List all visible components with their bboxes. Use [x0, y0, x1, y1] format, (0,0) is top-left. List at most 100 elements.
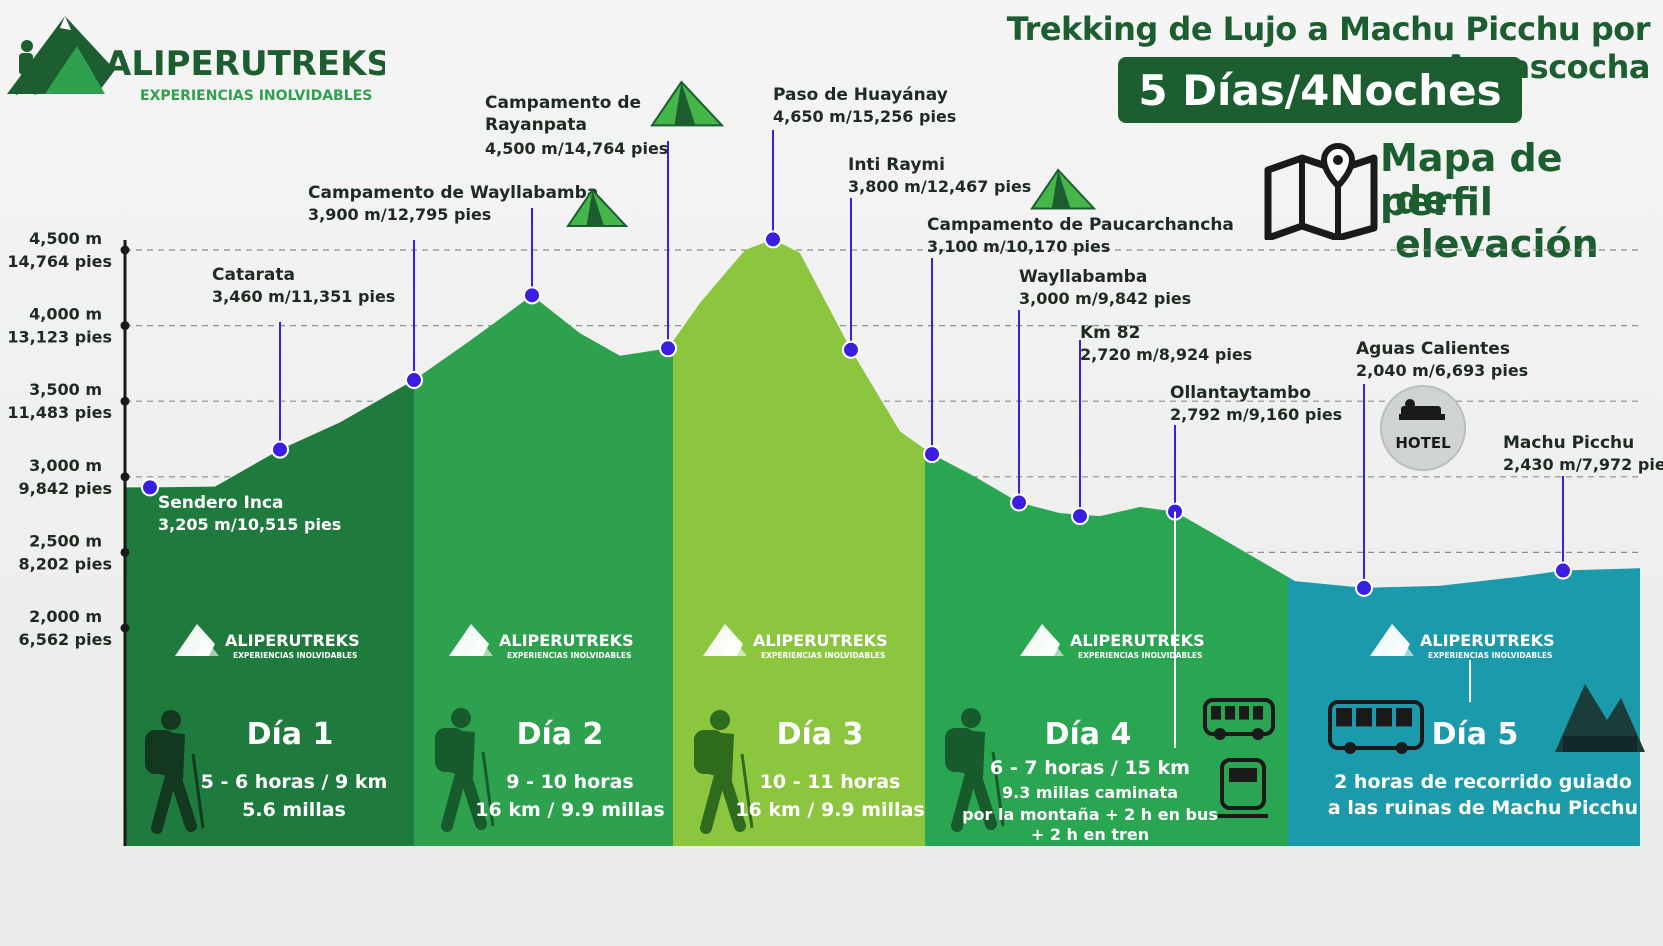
y-tick-dot-2 [120, 472, 130, 482]
point-marker-4 [659, 339, 677, 358]
band-logo-name-4: ALIPERUTREKS [1070, 631, 1205, 650]
hotel-icon: HOTEL [1380, 385, 1466, 471]
band-logo-name-5: ALIPERUTREKS [1420, 631, 1555, 650]
day-title-5: Día 5 [1432, 717, 1519, 752]
band-logo-tagline-5: EXPERIENCIAS INOLVIDABLES [1428, 651, 1552, 660]
brand-tagline: EXPERIENCIAS INOLVIDABLES [140, 88, 372, 104]
point-value-7: 3,000 m/9,842 pies [1019, 289, 1191, 308]
map-title-line1: Mapa de perfil [1380, 136, 1563, 224]
point-name-4: Paso de Huayánay [773, 85, 948, 105]
day-line2-1: 5.6 millas [242, 799, 346, 821]
day-line1-5: 2 horas de recorrido guiado [1334, 771, 1632, 793]
point-value-2: 3,900 m/12,795 pies [308, 205, 491, 224]
point-name-9: Ollantaytambo [1170, 383, 1311, 403]
point-name-10: Aguas Calientes [1356, 339, 1510, 359]
day-line1-3: 10 - 11 horas [760, 771, 901, 793]
point-name-8: Km 82 [1080, 323, 1140, 343]
hiker-icon-day4 [945, 708, 1005, 832]
y-tick-label-ft-2: 9,842 pies [19, 479, 113, 498]
y-tick-dot-3 [120, 396, 130, 406]
y-tick-label-ft-1: 8,202 pies [19, 554, 113, 573]
band-logo-name-1: ALIPERUTREKS [225, 631, 360, 650]
y-tick-dot-5 [120, 245, 130, 255]
hiker-icon-day2 [435, 708, 495, 832]
point-value-9: 2,792 m/9,160 pies [1170, 405, 1342, 424]
point-value-10: 2,040 m/6,693 pies [1356, 361, 1528, 380]
day-line2-5: a las ruinas de Machu Picchu [1328, 797, 1638, 819]
day-title-4: Día 4 [1045, 717, 1132, 752]
day-line1-1: 5 - 6 horas / 9 km [201, 771, 388, 793]
point-marker-5 [764, 230, 782, 249]
band-logo-name-2: ALIPERUTREKS [499, 631, 634, 650]
bus-icon-day5 [1328, 700, 1424, 754]
point-name-11: Machu Picchu [1503, 433, 1634, 453]
point-marker-0 [141, 478, 159, 497]
point-value-0: 3,205 m/10,515 pies [158, 515, 341, 534]
point-marker-7 [923, 445, 941, 464]
point-name-5: Inti Raymi [848, 155, 945, 175]
hiker-icon-day3 [694, 710, 754, 834]
machu-picchu-icon [1555, 684, 1645, 752]
tent-icon-1 [566, 188, 629, 227]
point-name-0: Sendero Inca [158, 493, 284, 513]
day-line2-2: 16 km / 9.9 millas [475, 799, 664, 821]
day-title-3: Día 3 [777, 717, 864, 752]
band-logo-tagline-3: EXPERIENCIAS INOLVIDABLES [761, 651, 885, 660]
point-marker-2 [405, 371, 423, 390]
y-tick-label-m-1: 2,500 m [29, 531, 102, 550]
point-marker-8 [1010, 493, 1028, 512]
day-line1-2: 9 - 10 horas [506, 771, 633, 793]
point-value-4: 4,650 m/15,256 pies [773, 107, 956, 126]
point-value-5: 3,800 m/12,467 pies [848, 177, 1031, 196]
bus-icon-day4 [1203, 698, 1275, 740]
point-marker-1 [271, 440, 289, 459]
tent-icon-2 [650, 80, 725, 127]
y-tick-label-m-5: 4,500 m [29, 229, 102, 248]
map-title-line2: de elevación [1395, 178, 1599, 266]
point-value-3: 4,500 m/14,764 pies [485, 139, 668, 158]
y-tick-label-m-0: 2,000 m [29, 607, 102, 626]
point-marker-9 [1071, 507, 1089, 526]
y-tick-label-ft-3: 11,483 pies [7, 403, 112, 422]
hiker-icon-day1 [145, 710, 205, 834]
day-line4-4: + 2 h en tren [1031, 825, 1149, 844]
point-value-11: 2,430 m/7,972 pies [1503, 455, 1663, 474]
point-value-8: 2,720 m/8,924 pies [1080, 345, 1252, 364]
y-tick-label-m-3: 3,500 m [29, 380, 102, 399]
band-logo-name-3: ALIPERUTREKS [753, 631, 888, 650]
point-marker-machu [1554, 561, 1572, 580]
y-tick-dot-4 [120, 321, 130, 331]
brand-logo: ALIPERUTREKS EXPERIENCIAS INOLVIDABLES [7, 16, 385, 104]
day-line2-4: 9.3 millas caminata [1002, 783, 1178, 802]
day-line1-4: 6 - 7 horas / 15 km [990, 757, 1190, 779]
point-name-7: Wayllabamba [1019, 267, 1147, 287]
map-pin-icon [1264, 142, 1378, 240]
day-line3-4: por la montaña + 2 h en bus [962, 805, 1218, 824]
band-logo-tagline-4: EXPERIENCIAS INOLVIDABLES [1078, 651, 1202, 660]
day-line2-3: 16 km / 9.9 millas [735, 799, 924, 821]
hotel-label: HOTEL [1395, 434, 1451, 452]
brand-name: ALIPERUTREKS [105, 44, 385, 84]
point-marker-3 [523, 286, 541, 305]
duration-badge: 5 Días/4Noches [1118, 57, 1522, 123]
day-title-2: Día 2 [517, 717, 604, 752]
y-tick-label-ft-0: 6,562 pies [19, 630, 113, 649]
duration-badge-text: 5 Días/4Noches [1138, 65, 1502, 115]
band-logo-tagline-2: EXPERIENCIAS INOLVIDABLES [507, 651, 631, 660]
point-marker-6 [842, 340, 860, 359]
y-tick-dot-1 [120, 547, 130, 557]
y-tick-label-ft-4: 13,123 pies [7, 328, 112, 347]
y-tick-label-m-2: 3,000 m [29, 456, 102, 475]
point-value-1: 3,460 m/11,351 pies [212, 287, 395, 306]
band-logo-tagline-1: EXPERIENCIAS INOLVIDABLES [233, 651, 357, 660]
mountain-logo-icon [7, 16, 115, 96]
point-name-6: Campamento de Paucarchancha [927, 215, 1234, 235]
point-value-6: 3,100 m/10,170 pies [927, 237, 1110, 256]
